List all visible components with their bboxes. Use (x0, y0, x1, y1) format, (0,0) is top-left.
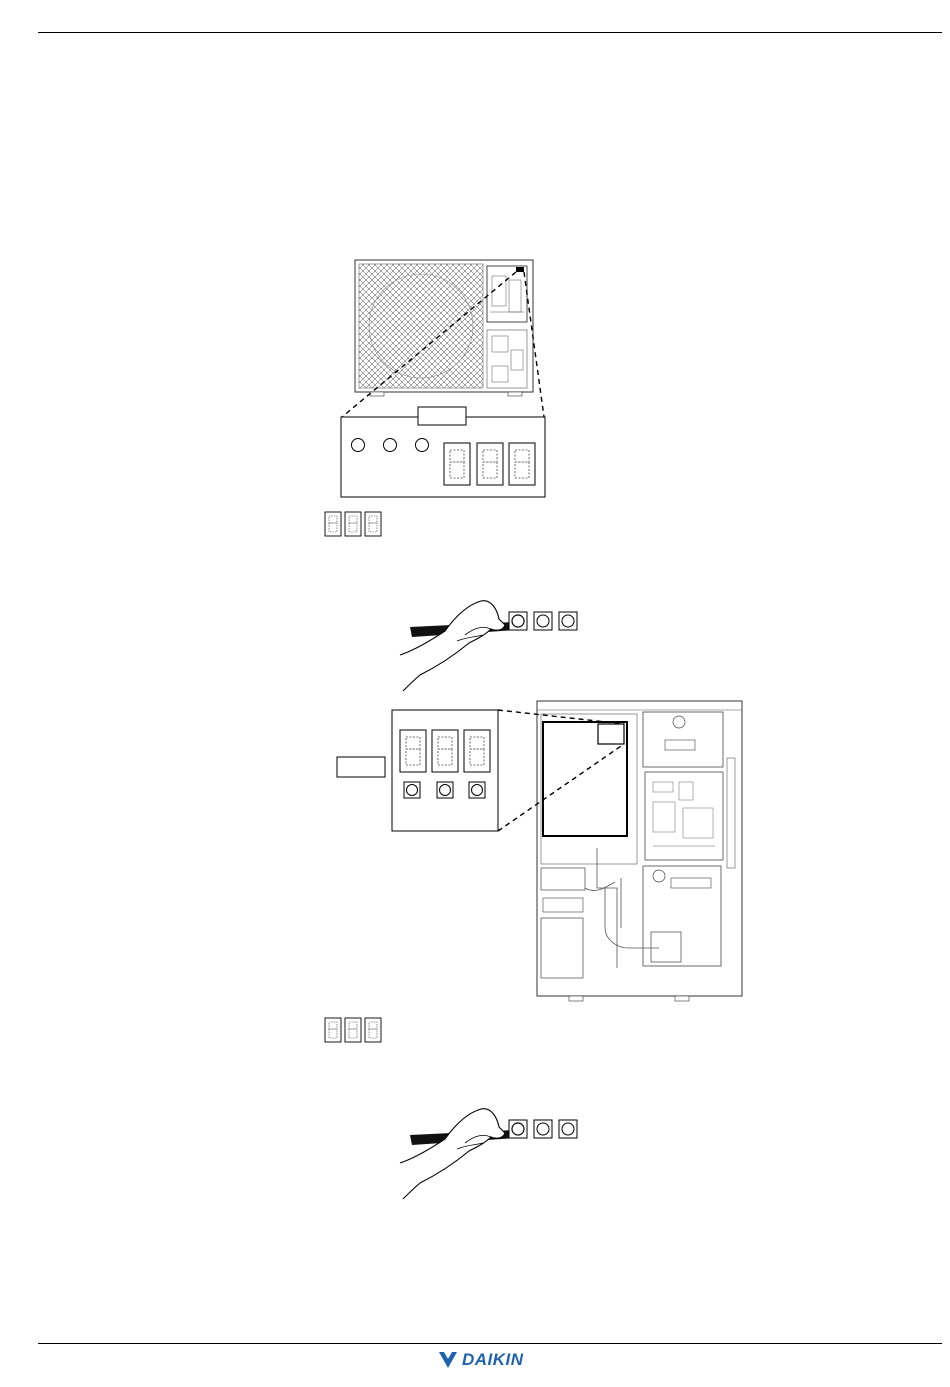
footer-rule (38, 1343, 942, 1344)
outdoor-unit-icon (330, 250, 560, 505)
hand-pressing-button-icon (395, 1103, 585, 1203)
brand-name: DAIKIN (462, 1350, 524, 1370)
seven-segment-indicator-icon (323, 510, 383, 538)
header-rule (38, 32, 942, 33)
switch-box-interior-icon (335, 698, 750, 1006)
hand-pressing-button-icon (395, 595, 585, 695)
daikin-triangle-logo-icon (438, 1351, 458, 1369)
seven-segment-indicator-icon (323, 1016, 383, 1044)
brand-logo: DAIKIN (438, 1350, 542, 1370)
